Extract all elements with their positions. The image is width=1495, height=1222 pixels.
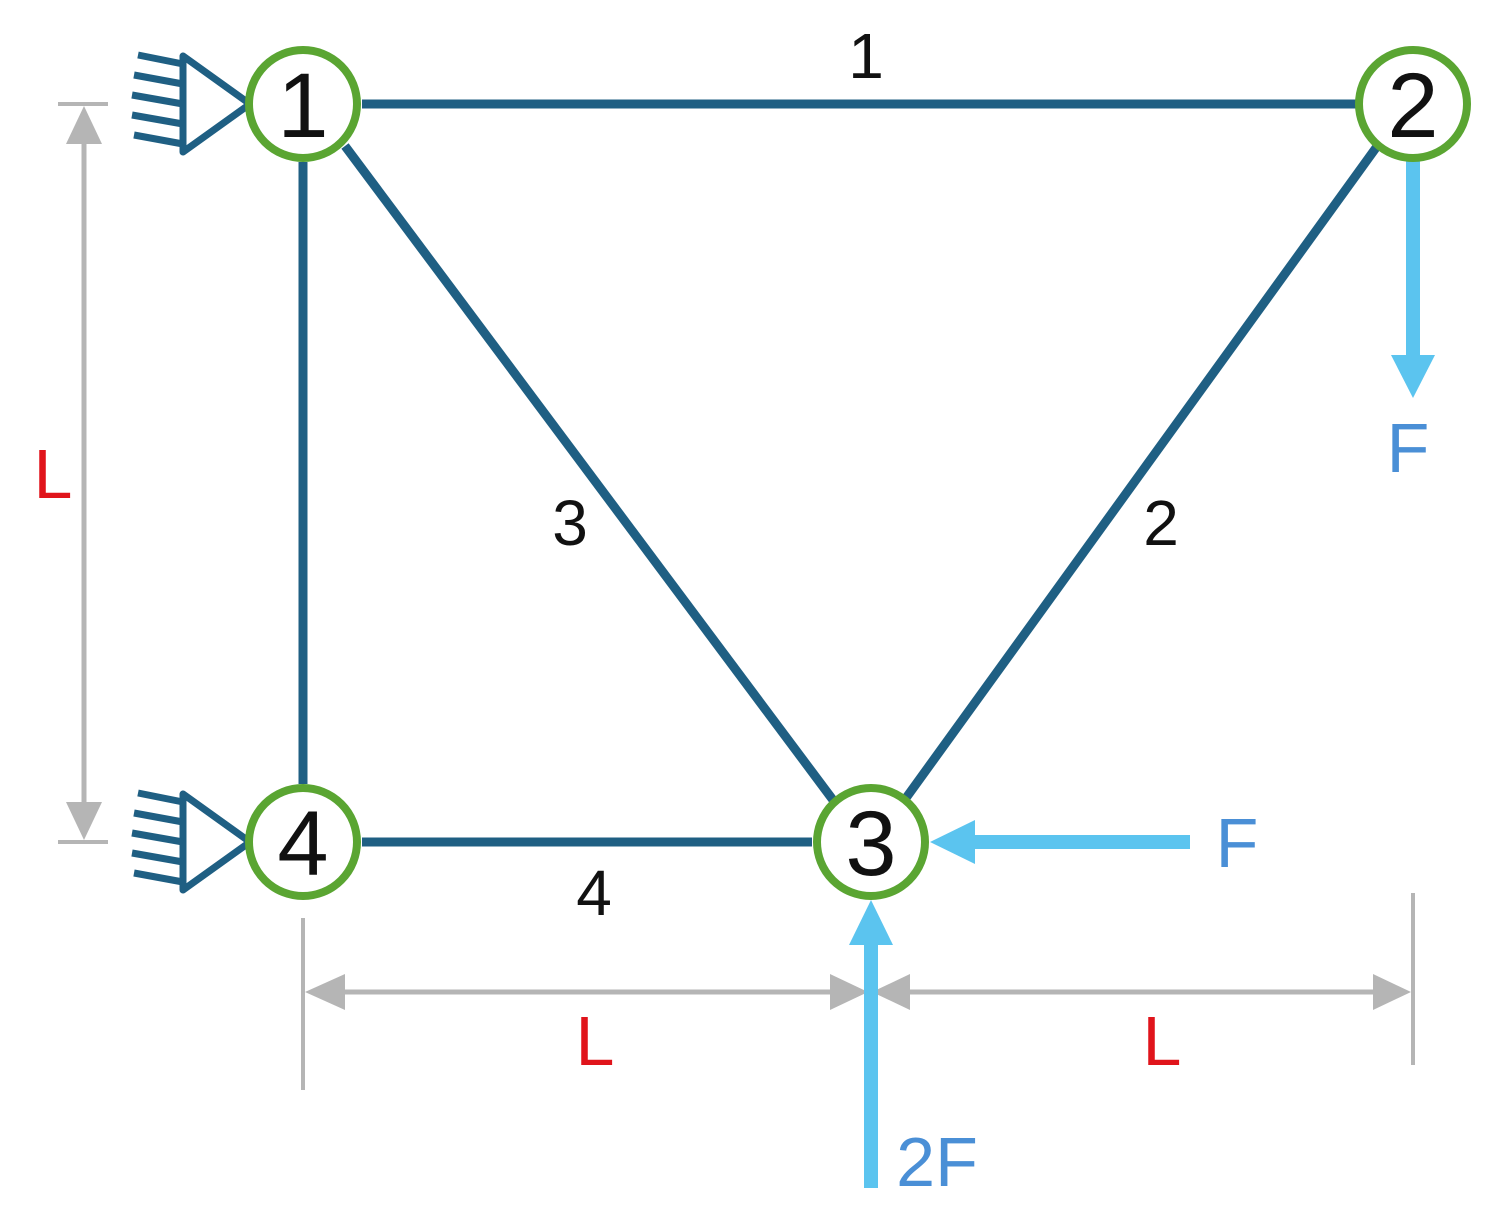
node-4-label: 4 <box>277 793 328 895</box>
support-triangle <box>179 790 254 894</box>
support-hatch <box>131 91 184 108</box>
support-hatch <box>133 71 184 88</box>
dim-label-vertical: L <box>34 435 73 513</box>
member-4-label: 4 <box>576 857 612 929</box>
support-hatch <box>137 51 184 68</box>
truss-nodes: 1 2 3 4 <box>245 46 1471 900</box>
member-3-label: 3 <box>552 487 588 559</box>
member-labels: 1 2 3 4 <box>552 20 1179 929</box>
load-arrow-node3-up-head <box>849 900 893 945</box>
dim-arrowhead-left-a <box>305 974 345 1010</box>
load-label-node3-up: 2F <box>896 1123 978 1201</box>
dim-arrowhead-right-b <box>1373 974 1411 1010</box>
dim-arrowhead-left-b <box>830 974 868 1010</box>
support-hatch <box>133 809 184 826</box>
support-node-4 <box>131 789 254 894</box>
load-arrow-node2-head <box>1391 355 1435 398</box>
node-ring <box>813 784 929 900</box>
dim-arrowhead-down <box>66 802 102 840</box>
node-3: 3 <box>813 784 929 900</box>
support-hatch <box>131 111 184 128</box>
support-triangle <box>179 52 254 156</box>
support-hatch <box>133 869 184 886</box>
load-arrow-node3-left-head <box>930 820 975 864</box>
dimension-lines <box>58 102 1415 1090</box>
support-hatch <box>131 849 184 866</box>
dimension-labels: L L L <box>34 435 1182 1080</box>
support-hatch <box>133 131 184 148</box>
member-3-line <box>341 143 837 803</box>
support-hatch <box>131 829 184 846</box>
load-arrows <box>849 160 1435 1188</box>
node-2-label: 2 <box>1387 55 1438 157</box>
member-1-label: 1 <box>848 20 884 92</box>
node-1-label: 1 <box>277 55 328 157</box>
dim-arrowhead-up <box>66 106 102 144</box>
node-ring <box>1355 46 1471 162</box>
load-label-node2: F <box>1387 409 1430 487</box>
dim-label-horizontal-right: L <box>1143 1002 1182 1080</box>
node-2: 2 <box>1355 46 1471 162</box>
member-2-label: 2 <box>1143 487 1179 559</box>
support-hatch <box>137 789 184 806</box>
node-ring <box>245 46 361 162</box>
load-label-node3-left: F <box>1216 804 1259 882</box>
node-ring <box>245 784 361 900</box>
dim-arrowhead-right-a <box>872 974 910 1010</box>
node-3-label: 3 <box>845 793 896 895</box>
node-1: 1 <box>245 46 361 162</box>
truss-members <box>298 99 1382 847</box>
support-node-1 <box>131 51 254 156</box>
node-4: 4 <box>245 784 361 900</box>
load-labels: F F 2F <box>896 409 1429 1201</box>
dim-label-horizontal-left: L <box>576 1002 615 1080</box>
member-2-line <box>902 142 1382 801</box>
